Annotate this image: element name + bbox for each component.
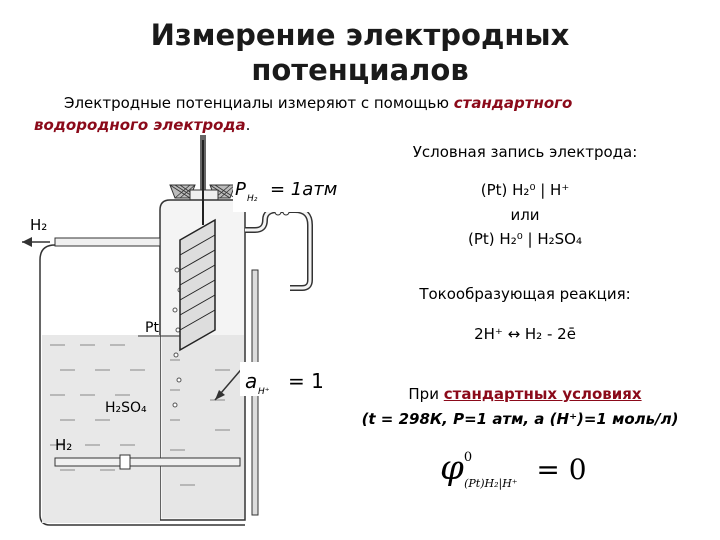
- label-acid: H₂SO₄: [105, 400, 147, 416]
- intro-paragraph: Электродные потенциалы измеряют с помощь…: [34, 92, 654, 136]
- valve: [119, 454, 131, 470]
- label-h2-out: H₂: [30, 216, 47, 234]
- notation-or: или: [510, 206, 540, 224]
- liquid-main: [162, 335, 244, 518]
- formula-pressure: P: [235, 179, 246, 200]
- potential-symbol: φ: [440, 448, 464, 488]
- notation-line-1: (Pt) H₂⁰ | H⁺: [480, 181, 570, 199]
- intro-highlight-1: стандартного: [453, 94, 573, 112]
- reaction-equation: 2H⁺ ↔ H₂ - 2ē: [474, 325, 576, 343]
- activity-formula-box: [240, 362, 330, 396]
- platinum-plate: [179, 218, 216, 352]
- potential-sup: 0: [463, 450, 473, 465]
- intro-highlight-2: водородного электрода: [34, 116, 246, 134]
- formula-activity: a: [245, 369, 257, 393]
- h2-inlet-tube: [54, 457, 241, 467]
- h2-outlet-tube: [54, 237, 161, 247]
- title-line-2: потенциалов: [251, 53, 469, 87]
- label-pt: Pt: [145, 320, 159, 336]
- liquid-left: [42, 335, 160, 523]
- notation-heading: Условная запись электрода:: [412, 143, 638, 161]
- title-line-1: Измерение электродных: [150, 18, 570, 52]
- hydrogen-electrode-diagram: H₂ Pt H₂SO₄ H₂ P H₂ = 1атм a H⁺ = 1: [22, 135, 345, 526]
- standard-conditions: (t = 298К, Р=1 атм, а (Н⁺)=1 моль/л): [361, 410, 679, 428]
- liquid-dashes: [50, 344, 230, 486]
- notation-line-2: (Pt) H₂⁰ | H₂SO₄: [468, 230, 582, 248]
- page-title: Измерение электродных потенциалов: [0, 18, 720, 88]
- formula-activity-value: = 1: [288, 369, 324, 393]
- potential-value: = 0: [536, 453, 587, 486]
- standard-prefix: При: [408, 385, 439, 403]
- pressure-formula-box: [233, 172, 345, 212]
- reaction-heading: Токообразующая реакция:: [419, 285, 631, 303]
- label-h2-in: H₂: [55, 436, 72, 454]
- formula-pressure-value: = 1атм: [270, 179, 337, 200]
- h2-out-arrow: [22, 237, 32, 247]
- intro-end: .: [245, 116, 251, 134]
- standard-conditions-link[interactable]: стандартных условиях: [443, 385, 642, 403]
- potential-sub: (Pt)H₂|H⁺: [464, 477, 518, 490]
- standard-line: При стандартных условиях: [340, 385, 710, 403]
- intro-text: Электродные потенциалы измеряют с помощь…: [64, 94, 449, 112]
- formula-activity-sub: H⁺: [258, 387, 270, 397]
- potential-formula: φ0 (Pt)H₂|H⁺ = 0: [440, 448, 680, 490]
- formula-pressure-sub: H₂: [247, 194, 258, 204]
